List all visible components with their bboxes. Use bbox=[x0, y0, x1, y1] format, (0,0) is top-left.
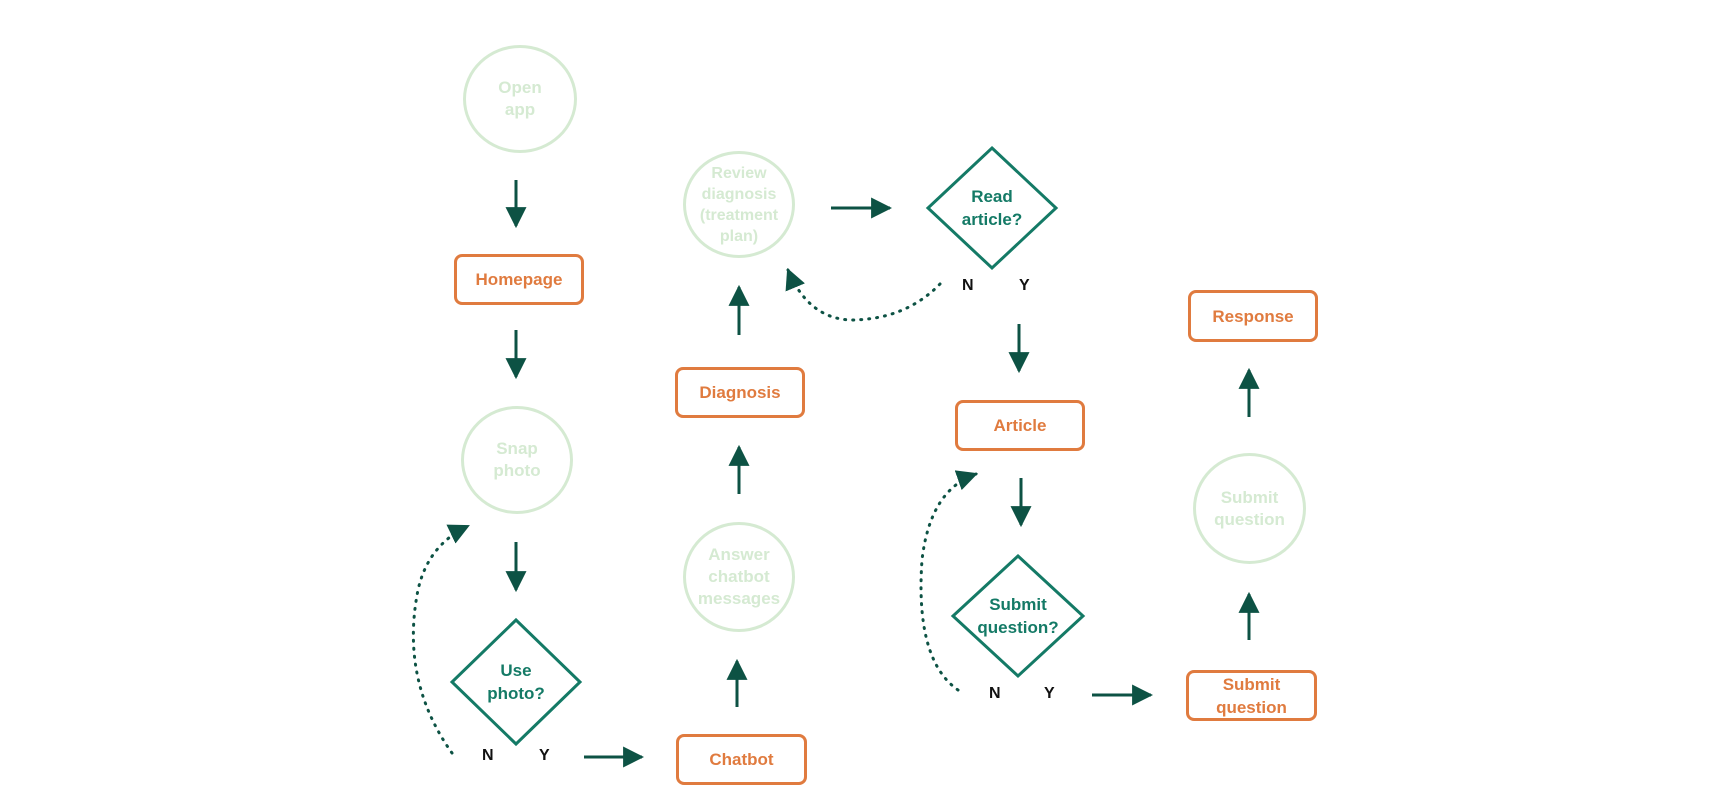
read-article-diamond bbox=[925, 145, 1059, 271]
submit-question-box-node: Submit question bbox=[1186, 670, 1317, 721]
open-app-label: Open app bbox=[498, 78, 542, 119]
diagnosis-node: Diagnosis bbox=[675, 367, 805, 418]
response-label: Response bbox=[1212, 306, 1294, 326]
read-article-yes-label: Y bbox=[1019, 277, 1030, 294]
snap-photo-node: Snap photo bbox=[461, 406, 573, 514]
use-photo-no-label: N bbox=[482, 747, 494, 764]
homepage-node: Homepage bbox=[454, 254, 584, 305]
response-node: Response bbox=[1188, 290, 1318, 342]
homepage-label: Homepage bbox=[475, 270, 563, 289]
submit-question-no-label: N bbox=[989, 685, 1001, 702]
chatbot-label: Chatbot bbox=[709, 750, 774, 769]
read-article-no-label: N bbox=[962, 277, 974, 294]
loop-no-submit-question bbox=[919, 470, 978, 692]
chatbot-node: Chatbot bbox=[676, 734, 807, 785]
snap-photo-label: Snap photo bbox=[493, 439, 541, 480]
submit-question-circle-node: Submit question bbox=[1193, 453, 1306, 564]
read-article-label: Read article? bbox=[961, 187, 1023, 229]
submit-question-yes-label: Y bbox=[1044, 685, 1055, 702]
read-article-decision: Read article? bbox=[946, 176, 1038, 240]
submit-question-diamond bbox=[950, 553, 1086, 679]
submit-question-decision-label: Submit question? bbox=[977, 595, 1059, 637]
answer-chatbot-node: Answer chatbot messages bbox=[683, 522, 795, 632]
diagnosis-label: Diagnosis bbox=[699, 383, 781, 402]
review-diagnosis-label: Review diagnosis (treatment plan) bbox=[699, 164, 779, 245]
use-photo-label: Use photo? bbox=[487, 661, 545, 703]
submit-question-box-label: Submit question bbox=[1216, 674, 1287, 717]
loop-no-read-article bbox=[785, 268, 942, 322]
article-label: Article bbox=[993, 416, 1047, 435]
loop-no-use-photo bbox=[411, 524, 470, 755]
use-photo-diamond bbox=[449, 617, 583, 747]
review-diagnosis-node: Review diagnosis (treatment plan) bbox=[683, 151, 795, 258]
open-app-node: Open app bbox=[463, 45, 577, 153]
submit-question-decision: Submit question? bbox=[972, 584, 1064, 648]
use-photo-yes-label: Y bbox=[539, 747, 550, 764]
article-node: Article bbox=[955, 400, 1085, 451]
answer-chatbot-label: Answer chatbot messages bbox=[697, 545, 781, 608]
submit-question-circle-label: Submit question bbox=[1214, 487, 1285, 529]
use-photo-decision: Use photo? bbox=[470, 648, 562, 716]
